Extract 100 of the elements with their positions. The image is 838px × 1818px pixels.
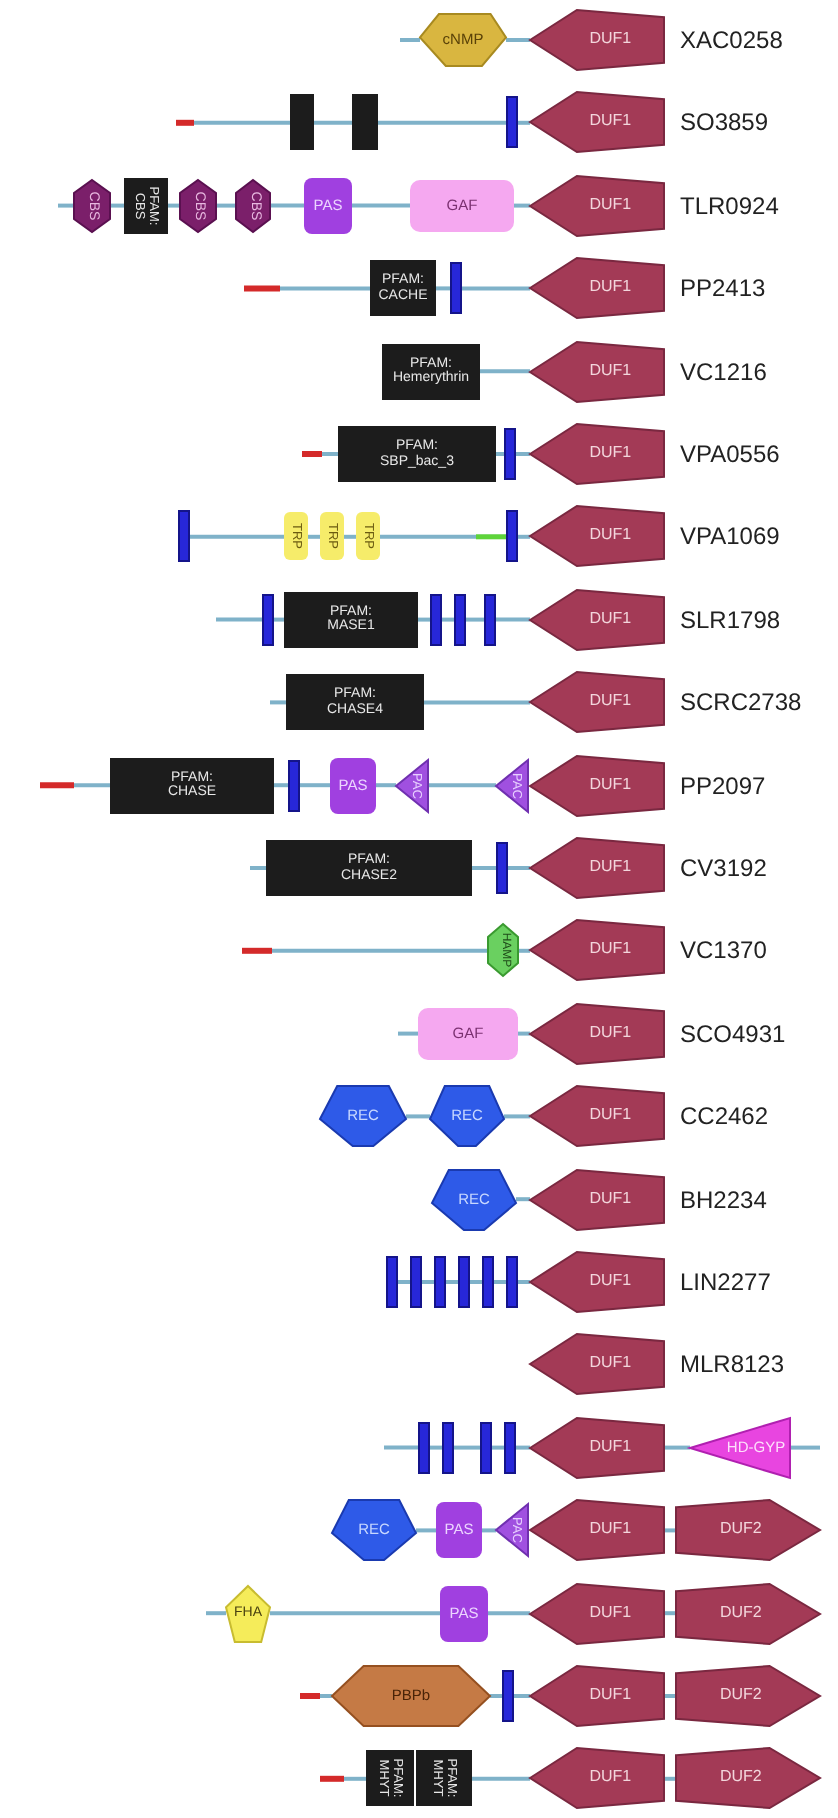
transmembrane-bar	[458, 1256, 470, 1308]
domain-label: DUF1	[589, 1770, 632, 1788]
domain-hexagon	[530, 258, 664, 319]
domain-label: DUF1	[589, 1107, 632, 1126]
domain-label: DUF1	[589, 114, 632, 132]
protein-line	[376, 783, 396, 788]
protein-line	[470, 1280, 482, 1284]
protein-name: SCO4931	[680, 1019, 786, 1048]
protein-line	[482, 1528, 496, 1533]
domain-hexagon	[236, 179, 270, 232]
protein-line	[454, 1445, 480, 1450]
protein-line	[398, 1031, 418, 1036]
domain-pentagon	[332, 1500, 416, 1561]
domain-pentagon	[432, 1169, 516, 1230]
protein-line	[514, 1694, 530, 1698]
protein-line	[74, 783, 110, 788]
protein-line	[418, 617, 430, 622]
protein-line	[494, 1280, 506, 1284]
domain-box	[284, 591, 418, 648]
domain-hexagon	[530, 1169, 664, 1230]
protein-name: CC2462	[680, 1102, 769, 1131]
protein-line	[400, 38, 420, 42]
protein-line	[490, 1694, 502, 1698]
protein-line	[272, 948, 488, 953]
domain-pentagon	[430, 1086, 504, 1147]
protein-name: PP2097	[680, 771, 766, 800]
protein-line	[416, 1528, 436, 1533]
protein-line	[274, 617, 284, 622]
protein-line	[514, 203, 530, 208]
domain-hexagon	[530, 506, 664, 567]
protein-line	[462, 286, 530, 291]
protein-line	[518, 120, 530, 125]
domain-label: DUF1	[589, 859, 632, 877]
protein-line	[496, 617, 530, 622]
domain-hexagon	[332, 1666, 490, 1726]
protein-name: SLR1798	[680, 605, 781, 634]
transmembrane-bar	[454, 593, 466, 646]
protein-name: VC1216	[680, 357, 767, 386]
protein-name: TLR0924	[680, 191, 779, 220]
protein-line	[280, 286, 370, 291]
protein-name: LIN2277	[680, 1268, 771, 1296]
protein-line	[384, 1445, 418, 1450]
domain-label: DUF1	[589, 776, 632, 794]
protein-line	[506, 38, 530, 42]
transmembrane-bar	[386, 1256, 398, 1308]
domain-hexagon	[530, 424, 664, 484]
transmembrane-bar	[504, 1421, 516, 1474]
domain-hexagon	[180, 179, 216, 232]
protein-name: VPA1069	[680, 522, 780, 551]
domain-box	[286, 674, 424, 731]
domain-hexagon	[530, 672, 664, 733]
domain-label: DUF1	[589, 1438, 632, 1457]
protein-line	[516, 1197, 530, 1202]
domain-triangle	[496, 1504, 528, 1557]
domain-box	[436, 1502, 482, 1559]
protein-line	[466, 617, 484, 622]
protein-line	[344, 534, 356, 539]
protein-line	[422, 1280, 434, 1284]
protein-name: VPA0556	[680, 440, 780, 468]
transmembrane-bar	[484, 593, 496, 646]
transmembrane-bar	[262, 593, 274, 646]
domain-box	[370, 260, 436, 317]
protein-line	[516, 452, 530, 456]
domain-label: DUF1	[589, 942, 632, 960]
domain-hexagon	[420, 14, 506, 66]
protein-line	[516, 1445, 530, 1450]
domain-label: DUF1	[589, 1687, 632, 1705]
protein-line	[442, 617, 454, 622]
domain-pentagon	[226, 1585, 270, 1642]
protein-line	[446, 1280, 458, 1284]
protein-line	[504, 1114, 530, 1119]
domain-box	[356, 512, 380, 561]
domain-box	[366, 1750, 414, 1807]
domain-label: DUF1	[589, 1356, 632, 1374]
domain-box	[352, 94, 378, 151]
domain-label: DUF1	[589, 31, 632, 49]
protein-name: SCRC2738	[680, 688, 802, 717]
domain-label: DUF1	[589, 1024, 632, 1043]
protein-line	[424, 700, 530, 705]
domain-label: DUF1	[589, 1273, 632, 1291]
protein-line	[378, 120, 506, 125]
domain-hexagon	[676, 1666, 820, 1726]
domain-label: DUF1	[589, 693, 632, 712]
domain-hexagon	[530, 175, 664, 236]
transmembrane-bar	[504, 428, 516, 480]
domain-box	[124, 177, 168, 234]
domain-hexagon	[530, 1500, 664, 1561]
transmembrane-bar	[442, 1421, 454, 1474]
domain-label: DUF2	[719, 1687, 762, 1705]
domain-label: DUF1	[589, 362, 632, 380]
protein-line	[428, 783, 496, 788]
domain-pentagon	[320, 1086, 406, 1147]
domain-hexagon	[530, 92, 664, 153]
transmembrane-bar	[418, 1421, 430, 1474]
domain-hexagon	[530, 838, 664, 898]
protein-line	[344, 1776, 366, 1781]
domain-box	[110, 757, 274, 814]
domain-hexagon	[530, 1252, 664, 1312]
domain-box	[290, 94, 314, 151]
domain-triangle	[396, 759, 428, 812]
